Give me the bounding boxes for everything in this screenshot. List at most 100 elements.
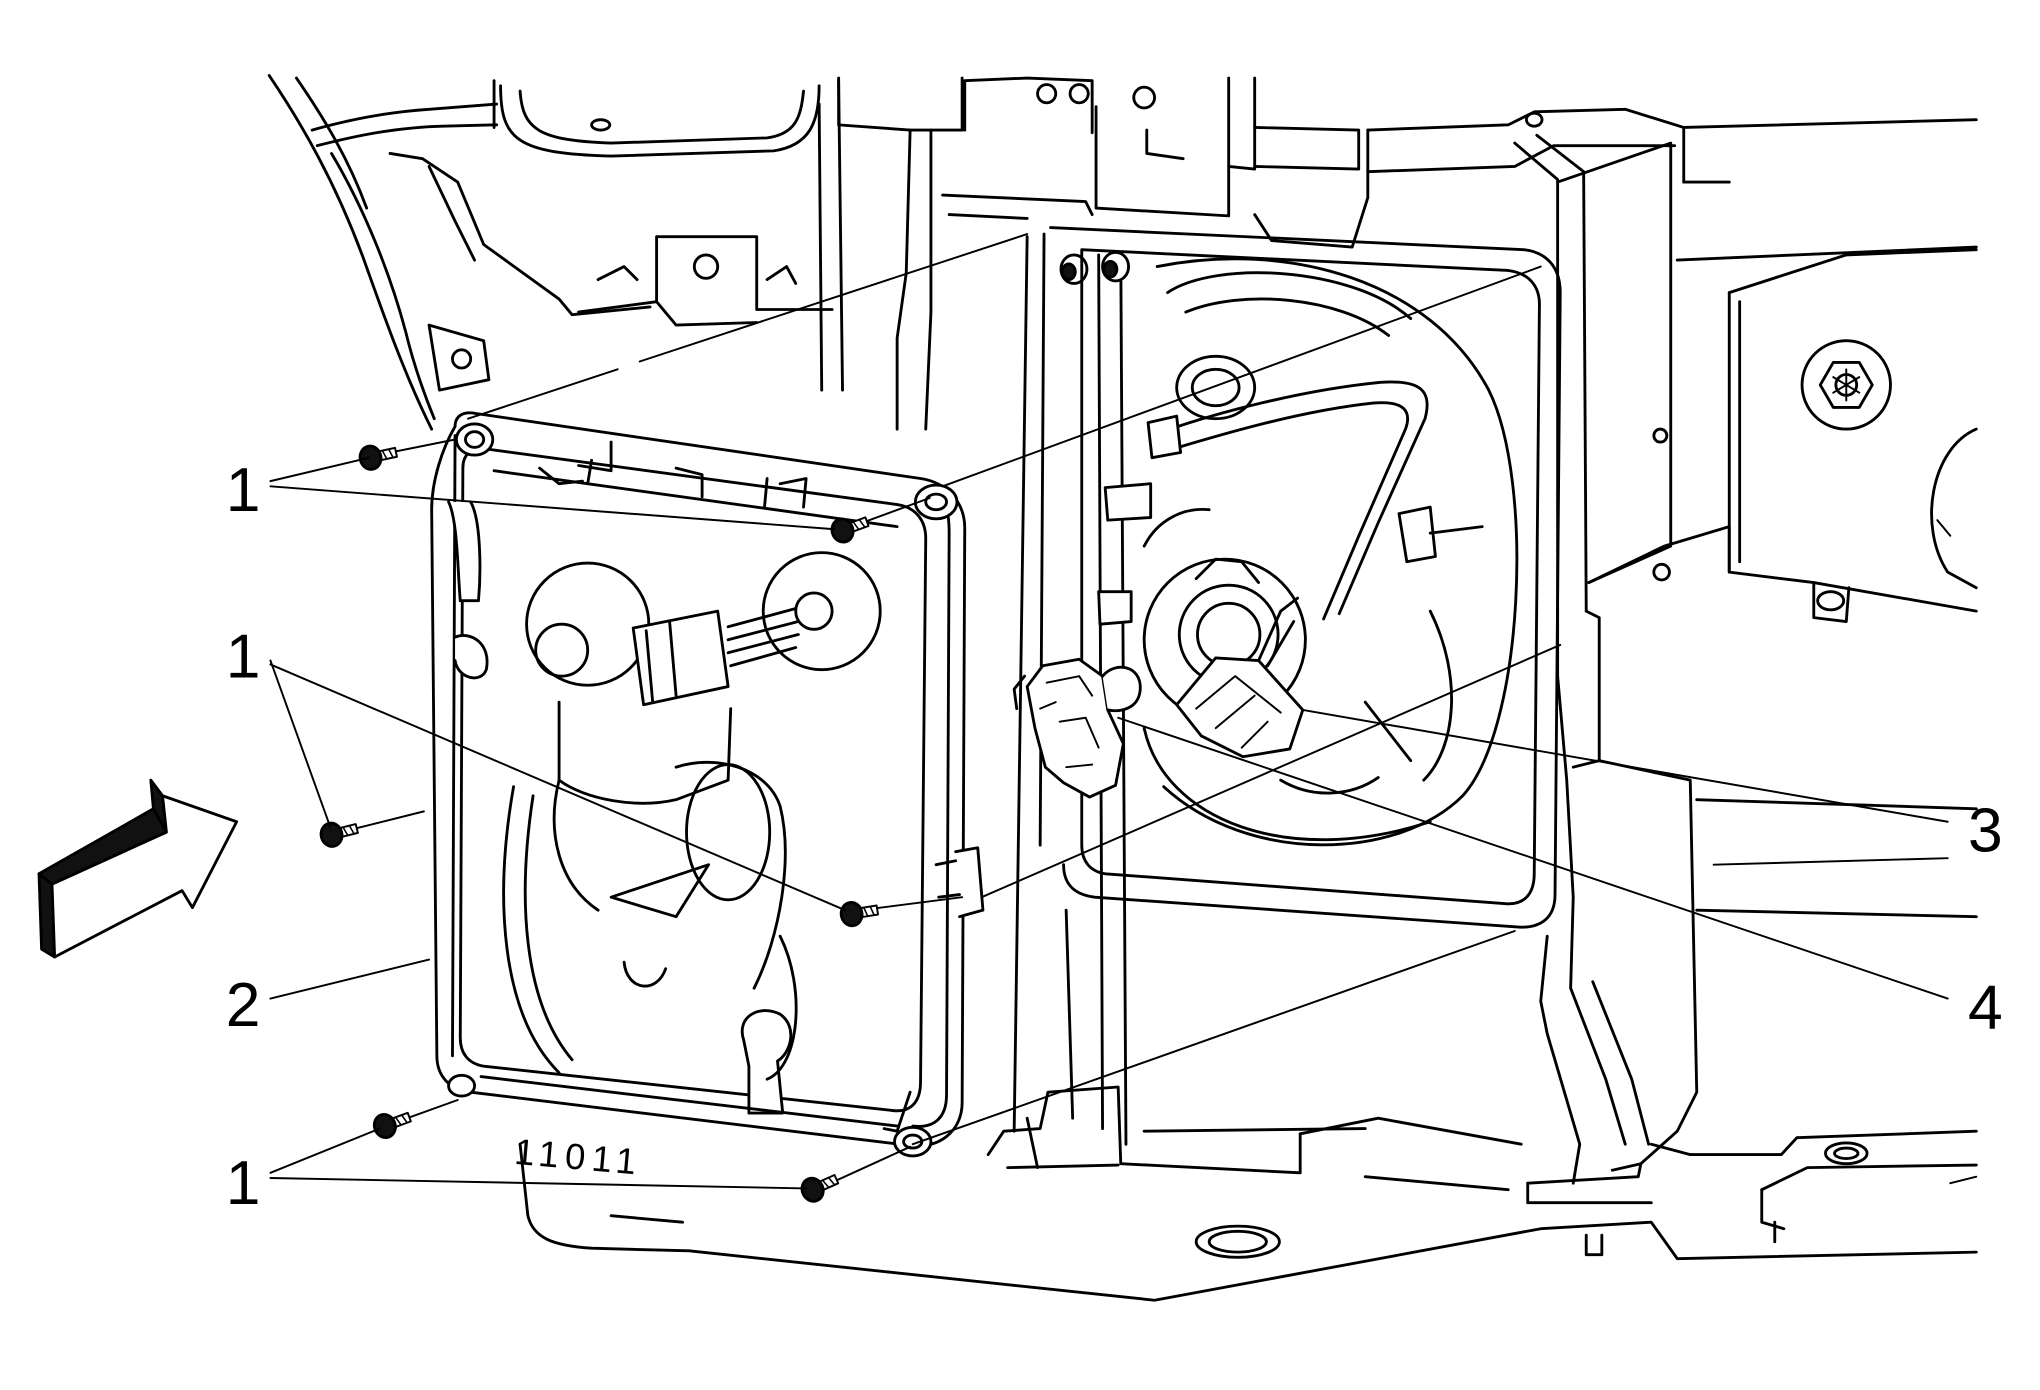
lower-stud-head <box>1816 590 1846 612</box>
bottom-right-bracket-lower <box>1760 1163 1978 1192</box>
fender-support <box>388 152 652 317</box>
fender-support-edge <box>427 165 476 262</box>
housing-rib-c <box>763 477 769 509</box>
headlamp-connector-lock <box>644 629 655 704</box>
headlamp-opening <box>1012 226 1562 1146</box>
headlamp-housing <box>430 411 967 1148</box>
harness-clip-tail <box>1428 525 1484 535</box>
connector-wire-c <box>726 633 800 655</box>
headlamp-screws <box>319 444 879 1203</box>
top-stud-b <box>1068 83 1090 105</box>
center-block-detail <box>1145 128 1185 161</box>
right-pillar-inner <box>1535 133 1588 613</box>
reflector-shell-outer <box>502 785 561 1075</box>
tie-bar-post-left <box>817 102 824 392</box>
leader-2 <box>269 958 431 1000</box>
housing-side-tab-upper <box>447 500 482 603</box>
lower-stud <box>1812 581 1851 623</box>
bulb-socket-mount <box>1194 557 1261 584</box>
radiator-panel-top <box>1727 248 1978 295</box>
wiring-harness-lower <box>1172 401 1409 621</box>
opening-frame-outer <box>1049 226 1562 929</box>
connector-wire-a <box>726 607 798 629</box>
bulb-socket-connector-rib-c <box>1240 720 1269 749</box>
lower-center-bracket-base <box>1006 1163 1120 1170</box>
reflector-lobe-right <box>1422 609 1453 782</box>
alignment-line-top-left <box>467 233 1029 420</box>
lower-center-bracket-slot <box>1025 1116 1039 1170</box>
alignment-line-middle-right <box>980 643 1562 899</box>
radiator-top-line <box>1682 118 1978 129</box>
center-block <box>1094 76 1231 218</box>
headlamp-connector-rib <box>668 620 678 698</box>
connector-wire-d <box>729 646 798 668</box>
mid-bracket-rib-right <box>765 265 798 285</box>
bottom-right-bracket-hole-inner <box>1833 1146 1860 1160</box>
mid-bracket-base <box>655 300 759 327</box>
lower-right-bracket <box>1584 609 1699 1172</box>
platform-hole <box>1194 1224 1281 1259</box>
upper-tie-bar-inner <box>518 89 805 145</box>
bulb-socket-wire-a <box>1257 596 1300 662</box>
right-panel <box>1556 141 1673 584</box>
screw-top-right <box>830 516 870 544</box>
top-block-left <box>837 76 964 132</box>
harness-clip-left <box>1146 414 1183 460</box>
lower-center-rail-inner <box>1142 1127 1367 1133</box>
center-flange <box>1253 128 1370 249</box>
lower-pillar-outer <box>1556 674 1627 1146</box>
housing-rib-a <box>586 458 594 486</box>
bulb-socket-connector-rib-a <box>1195 675 1282 714</box>
housing-side-depth <box>451 434 457 1058</box>
reflector-ridge <box>1142 507 1211 548</box>
screw-bottom-right <box>800 1174 840 1203</box>
wheelhouse-inner-curve <box>330 152 436 421</box>
bulb-lock-tab <box>1012 674 1026 711</box>
mid-bracket <box>577 235 834 314</box>
mount-tab-right-middle-b <box>937 893 961 899</box>
wiring-harness-upper <box>1168 380 1429 616</box>
upper-socket <box>1175 354 1257 421</box>
reflector-shell-contour <box>552 778 600 912</box>
lower-pillar-foot-base <box>1526 1181 1653 1205</box>
center-block-side <box>1227 76 1257 171</box>
lower-pillar-foot <box>1526 1162 1643 1185</box>
reflector-shell-inner <box>523 794 574 1062</box>
right-upper-rail-lower <box>1366 144 1677 174</box>
leader-1-top-a <box>269 456 371 483</box>
callout-label-screw-top: 1 <box>226 456 261 525</box>
housing-rib-f <box>538 466 584 486</box>
right-upper-rail <box>1366 107 1686 184</box>
upper-tie-bar <box>499 84 821 158</box>
housing-top-band <box>492 469 899 529</box>
bottom-right-bracket-edge <box>1760 1188 1786 1231</box>
tie-bar-post-right <box>837 79 844 392</box>
wheelhouse-flange-lower <box>315 123 499 148</box>
top-stud-a <box>1036 83 1058 105</box>
headlamp-assembly <box>430 411 985 1158</box>
mount-ring-top-right-hole <box>924 492 948 512</box>
headlamp-connector <box>631 609 730 707</box>
reflector-lobe-line <box>1363 700 1413 763</box>
center-stud <box>1132 85 1156 110</box>
housing-bottom-inner <box>479 1075 899 1128</box>
arrow-front-face <box>50 794 239 959</box>
lower-pillar-inner <box>1591 980 1651 1146</box>
harness-clip-right <box>1397 505 1437 564</box>
mount-tab-right-middle-a <box>934 859 958 867</box>
reflector-outline <box>1155 257 1519 847</box>
bulb-base-detail-b <box>1058 716 1100 749</box>
fender-tab-hole <box>451 348 473 370</box>
bulb-base <box>1025 657 1125 799</box>
lower-right-bracket-joint <box>1571 759 1601 769</box>
radiator-bolt-washer <box>1800 339 1892 431</box>
bottom-right-tab <box>1949 1175 1978 1185</box>
opening-bolt-right-core <box>1102 259 1119 279</box>
screw-middle-left <box>319 821 359 848</box>
leader-3-a <box>1301 708 1949 823</box>
leader-1-bottom-b <box>269 1177 808 1190</box>
low-beam-socket <box>525 561 651 687</box>
support-post-left <box>895 128 912 431</box>
leader-4 <box>1117 716 1949 1000</box>
bottom-right-bracket-hole <box>1824 1141 1869 1166</box>
